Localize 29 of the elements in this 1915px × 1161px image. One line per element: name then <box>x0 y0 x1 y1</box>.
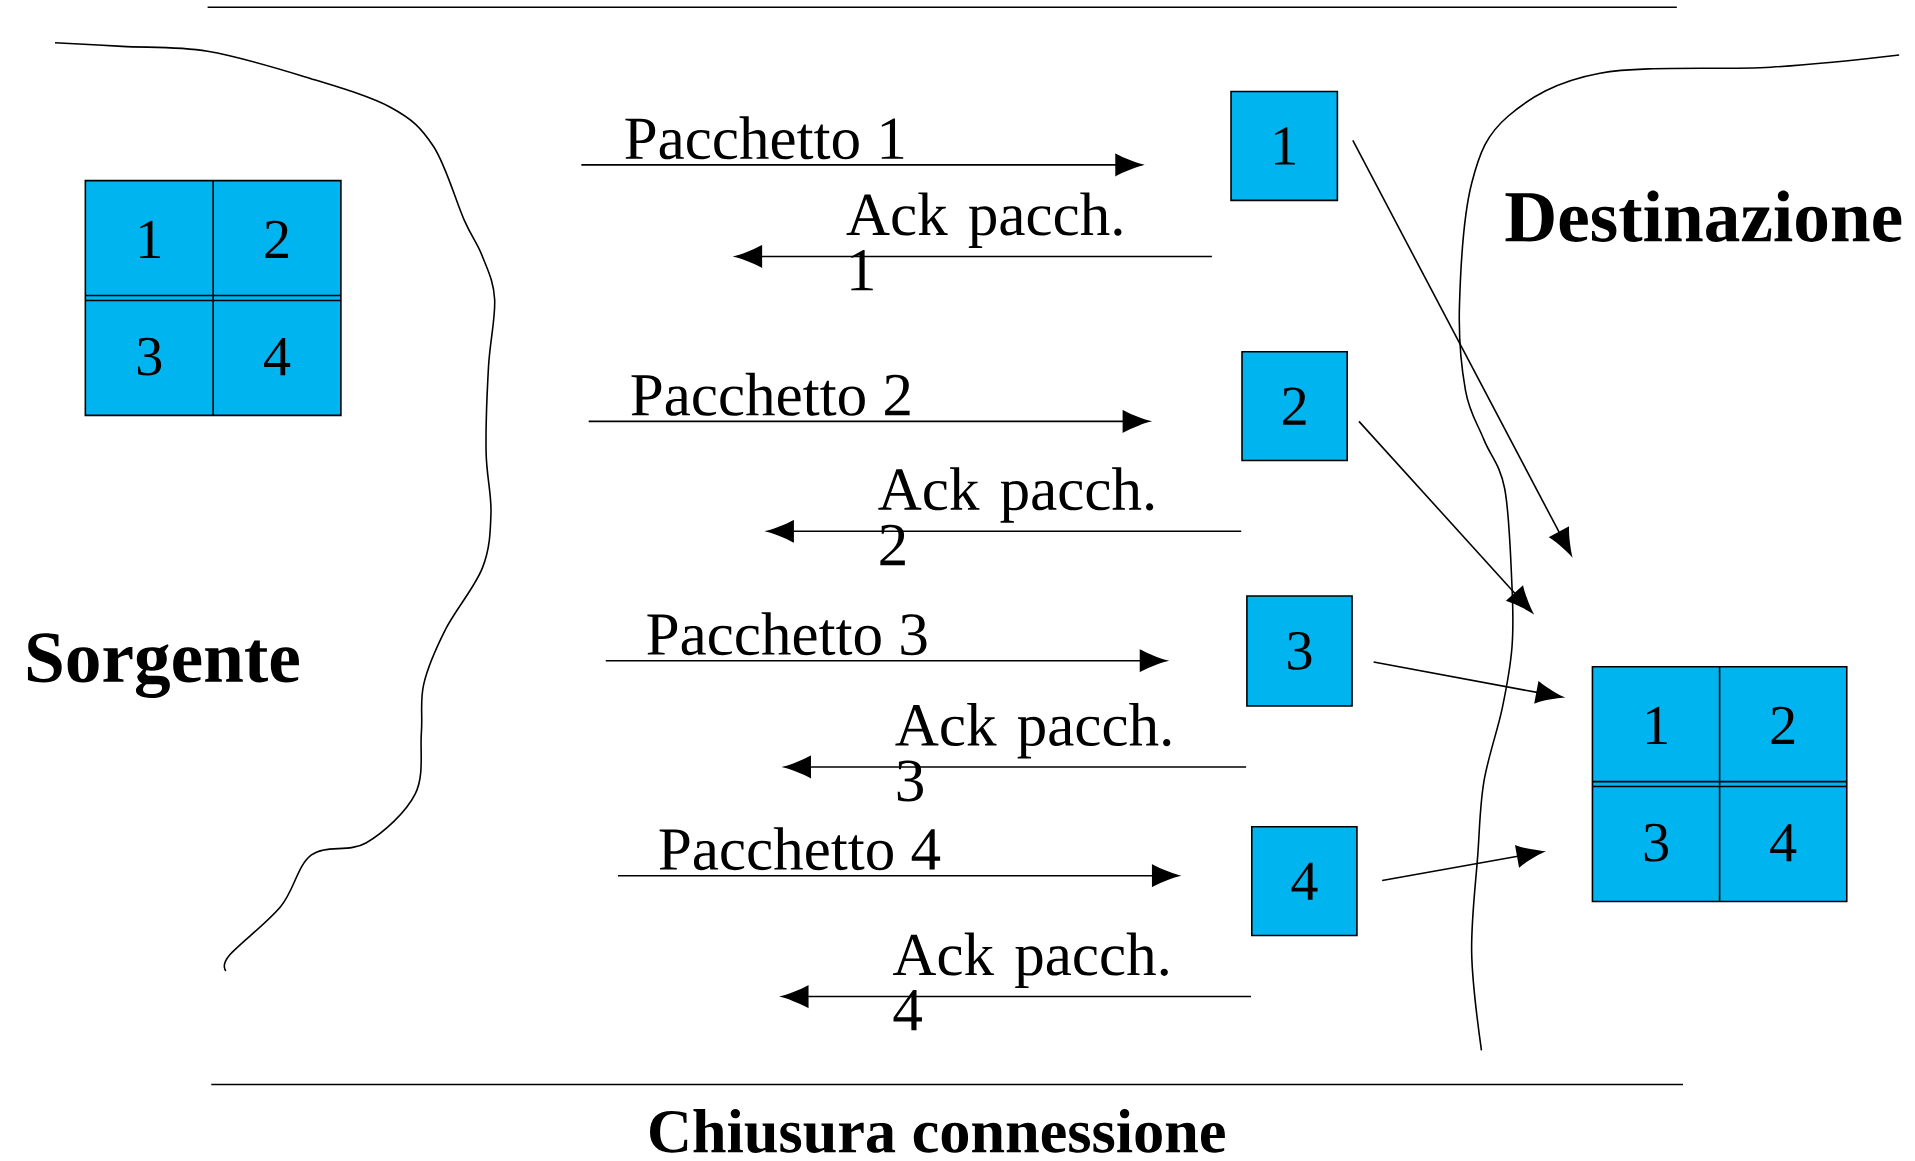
edge-label: Ack pacch. 1 <box>846 192 1122 290</box>
edge-label: Pacchetto 4 <box>659 826 941 870</box>
arrow <box>587 410 1150 433</box>
arrow <box>735 245 1213 268</box>
edge-label: Pacchetto 1 <box>625 116 904 160</box>
packet-box: 4 <box>1251 825 1358 937</box>
arrow <box>783 755 1247 778</box>
edge-label: Pacchetto 3 <box>647 612 927 655</box>
edge-label: Ack pacch. 3 <box>895 702 1171 802</box>
arrow <box>1372 660 1563 703</box>
grid-box: 1 2 3 4 <box>1591 665 1848 902</box>
packet-box: 2 <box>1241 350 1348 462</box>
heading: Destinazione <box>1505 190 1902 242</box>
arrow <box>617 864 1179 887</box>
arrow <box>580 153 1143 176</box>
grid-box: 1 2 3 4 <box>84 179 342 416</box>
edge-label: Pacchetto 2 <box>631 372 910 416</box>
arrow <box>781 985 1252 1008</box>
packet-box: 1 <box>1230 90 1339 201</box>
arrow <box>605 649 1167 672</box>
heading: Sorgente <box>27 633 299 698</box>
edge-label: Ack pacch. 2 <box>878 467 1154 565</box>
arrow <box>766 520 1242 543</box>
arrow <box>1352 139 1572 556</box>
packet-box: 3 <box>1246 594 1353 707</box>
edge-label: Ack pacch. 4 <box>892 932 1168 1030</box>
heading: Chiusura connessione <box>650 1108 1225 1153</box>
arrow <box>1358 420 1533 613</box>
arrow <box>1381 845 1544 882</box>
